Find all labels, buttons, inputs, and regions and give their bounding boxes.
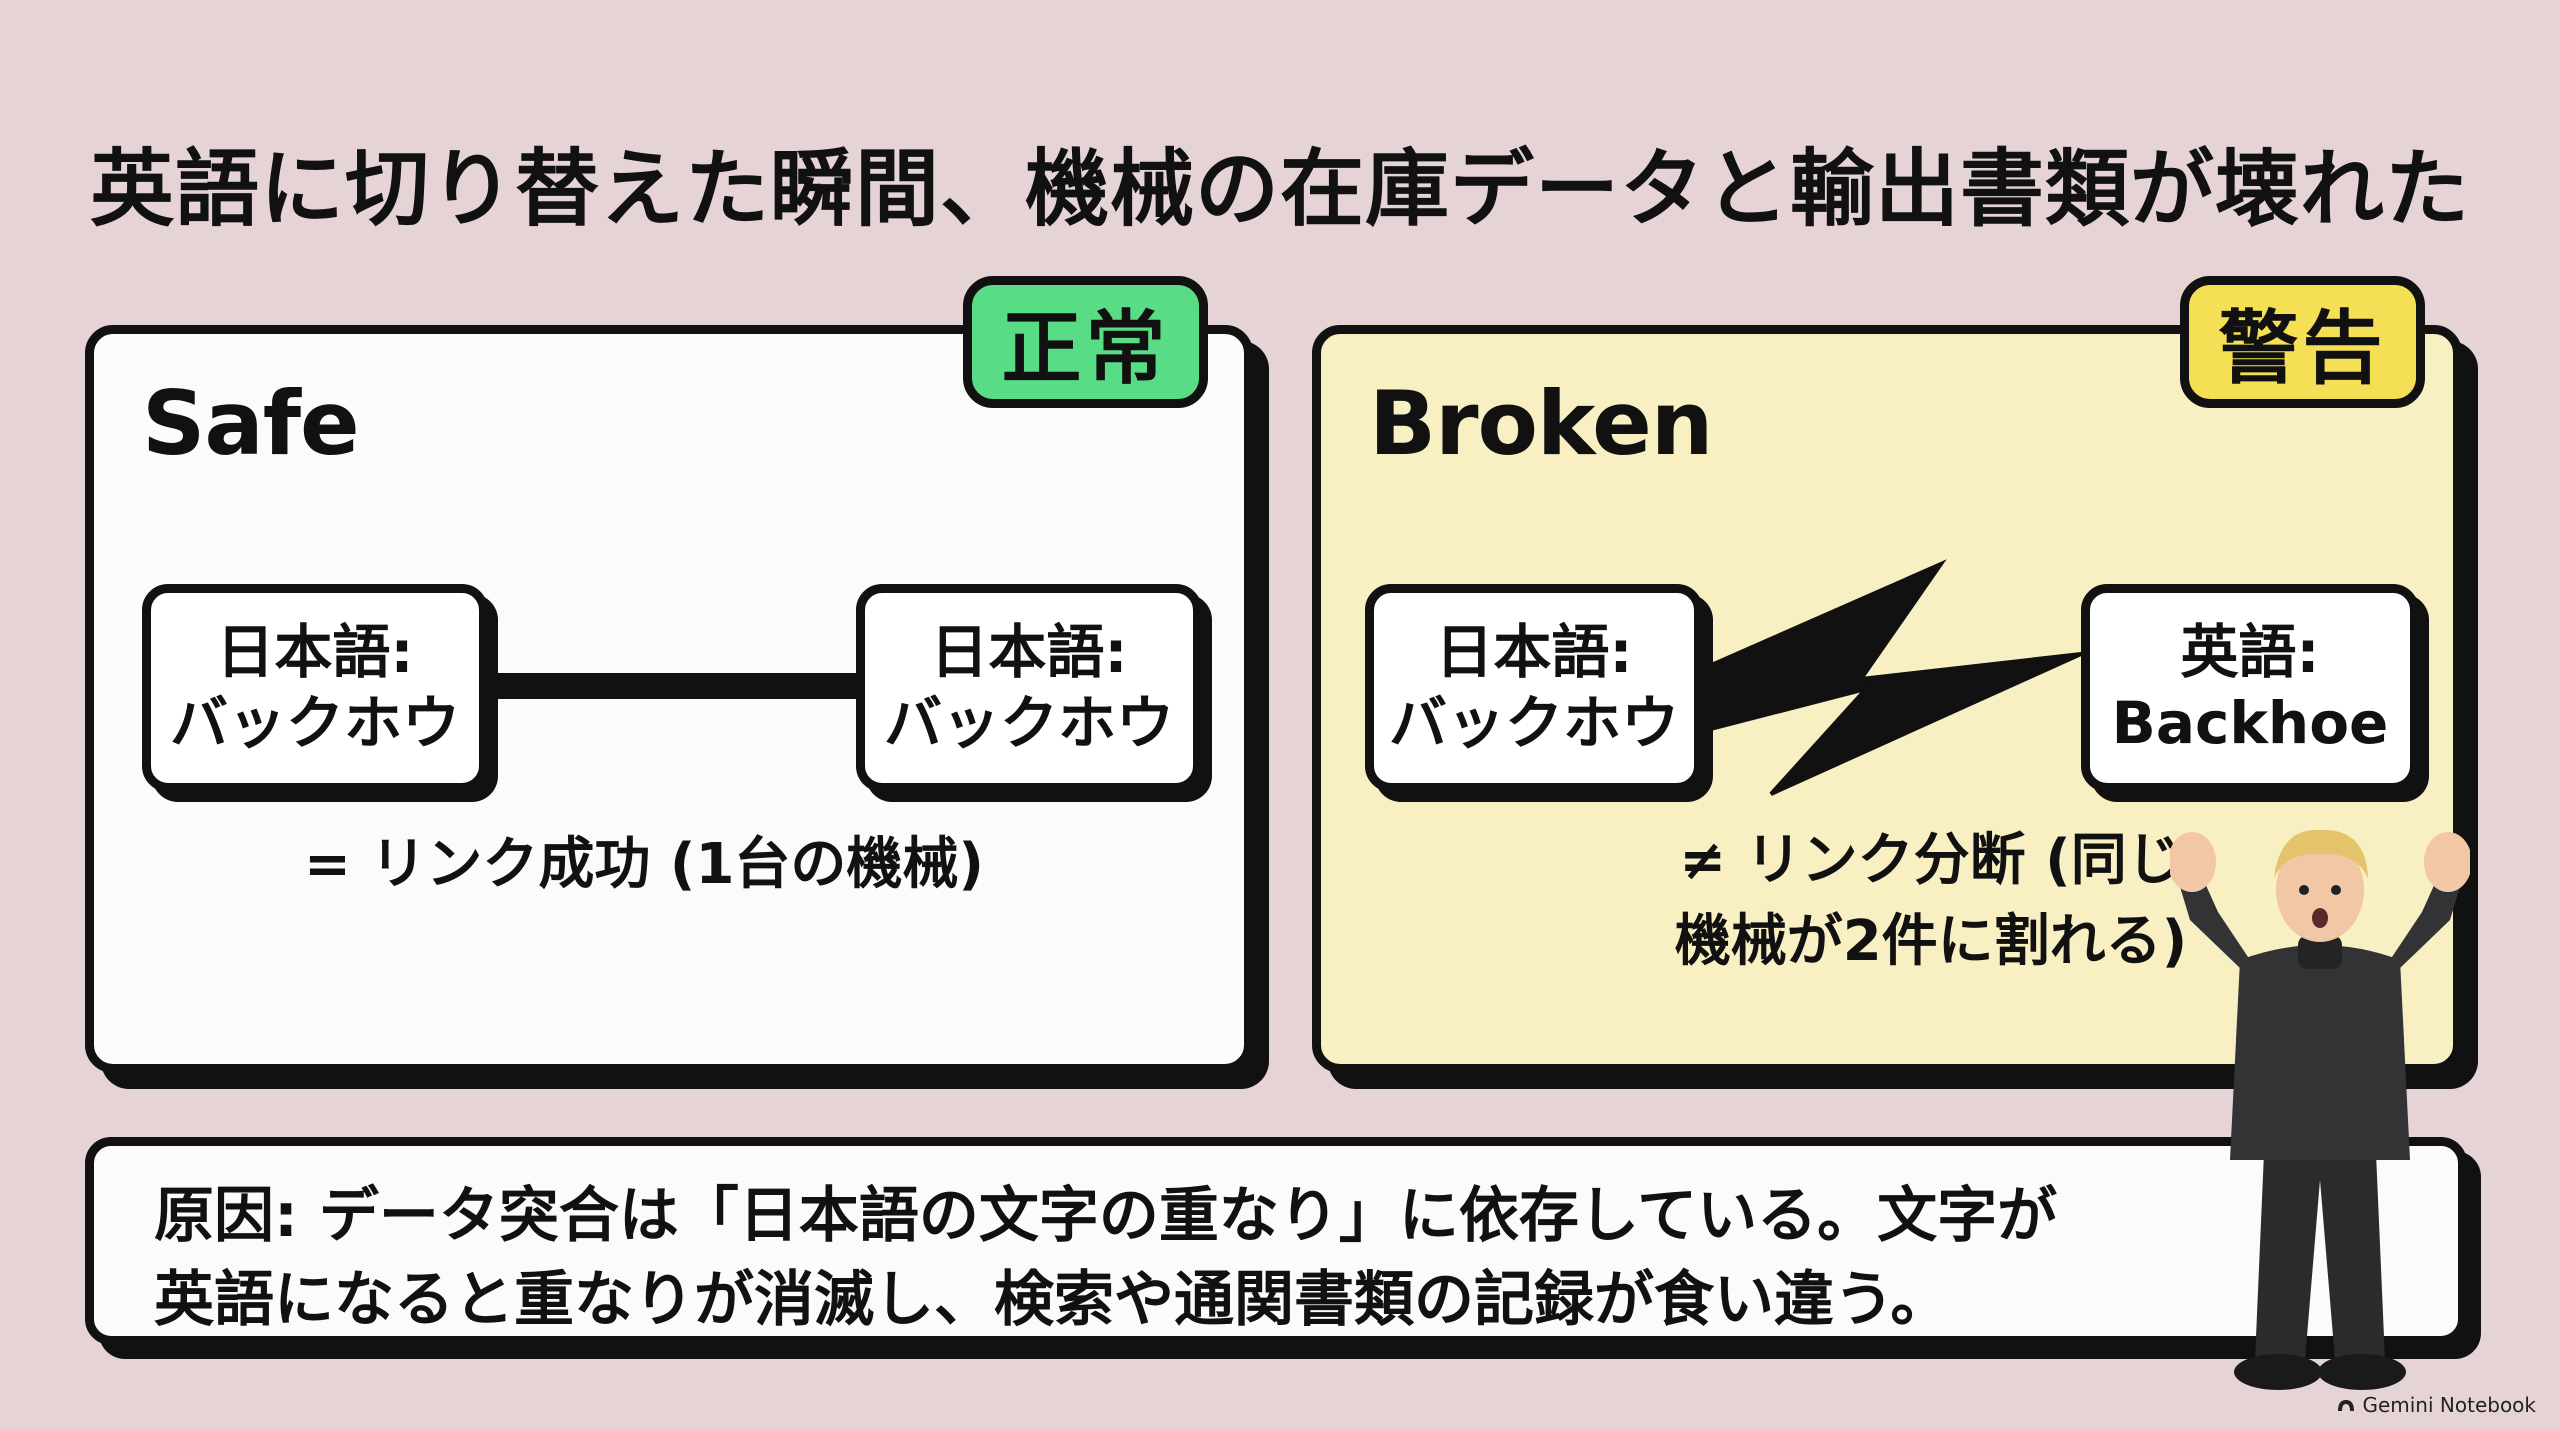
broken-caption-line2: 機械が2件に割れる) [1674, 909, 2188, 975]
broken-left-node: 日本語: バックホウ [1365, 584, 1703, 792]
broken-heading: Broken [1369, 372, 1713, 475]
safe-right-node: 日本語: バックホウ [856, 584, 1202, 792]
node-value: バックホウ [169, 689, 460, 757]
watermark: Gemini Notebook [2336, 1393, 2536, 1417]
cause-line2: 英語になると重なりが消滅し、検索や通関書類の記録が食い違う。 [154, 1265, 1951, 1335]
broken-panel: Broken 警告 日本語: バックホウ 英語: Backhoe ≠ リンク分断… [1312, 276, 2462, 1073]
node-label: 英語: [2180, 618, 2320, 687]
node-value: Backhoe [2111, 689, 2389, 757]
shocked-person-icon [2170, 829, 2470, 1390]
safe-caption: = リンク成功 (1台の機械) [303, 832, 985, 897]
broken-caption-line1: ≠ リンク分断 (同じ [1679, 828, 2183, 893]
broken-right-node: 英語: Backhoe [2081, 584, 2419, 792]
broken-caption: ≠ リンク分断 (同じ 機械が2件に割れる) [1611, 820, 2251, 982]
node-value: バックホウ [1388, 689, 1679, 757]
node-label: 日本語: [1435, 618, 1633, 687]
watermark-text: Gemini Notebook [2362, 1393, 2536, 1417]
node-label: 日本語: [930, 618, 1128, 687]
node-value: バックホウ [883, 689, 1174, 757]
safe-heading: Safe [142, 372, 360, 475]
notebook-logo-icon [2338, 1400, 2355, 1411]
status-badge-normal: 正常 [963, 276, 1208, 408]
cause-line1: 原因: データ突合は「日本語の文字の重なり」に依存している。文字が [154, 1181, 2058, 1251]
node-label: 日本語: [216, 618, 414, 687]
safe-left-node: 日本語: バックホウ [142, 584, 488, 792]
page-title: 英語に切り替えた瞬間、機械の在庫データと輸出書類が壊れた [89, 140, 2470, 238]
status-badge-warning: 警告 [2180, 276, 2425, 408]
cause-box: 原因: データ突合は「日本語の文字の重なり」に依存している。文字が 英語になると… [85, 1137, 2467, 1345]
safe-panel: Safe 正常 日本語: バックホウ 日本語: バックホウ = リンク成功 (1… [85, 276, 1253, 1073]
